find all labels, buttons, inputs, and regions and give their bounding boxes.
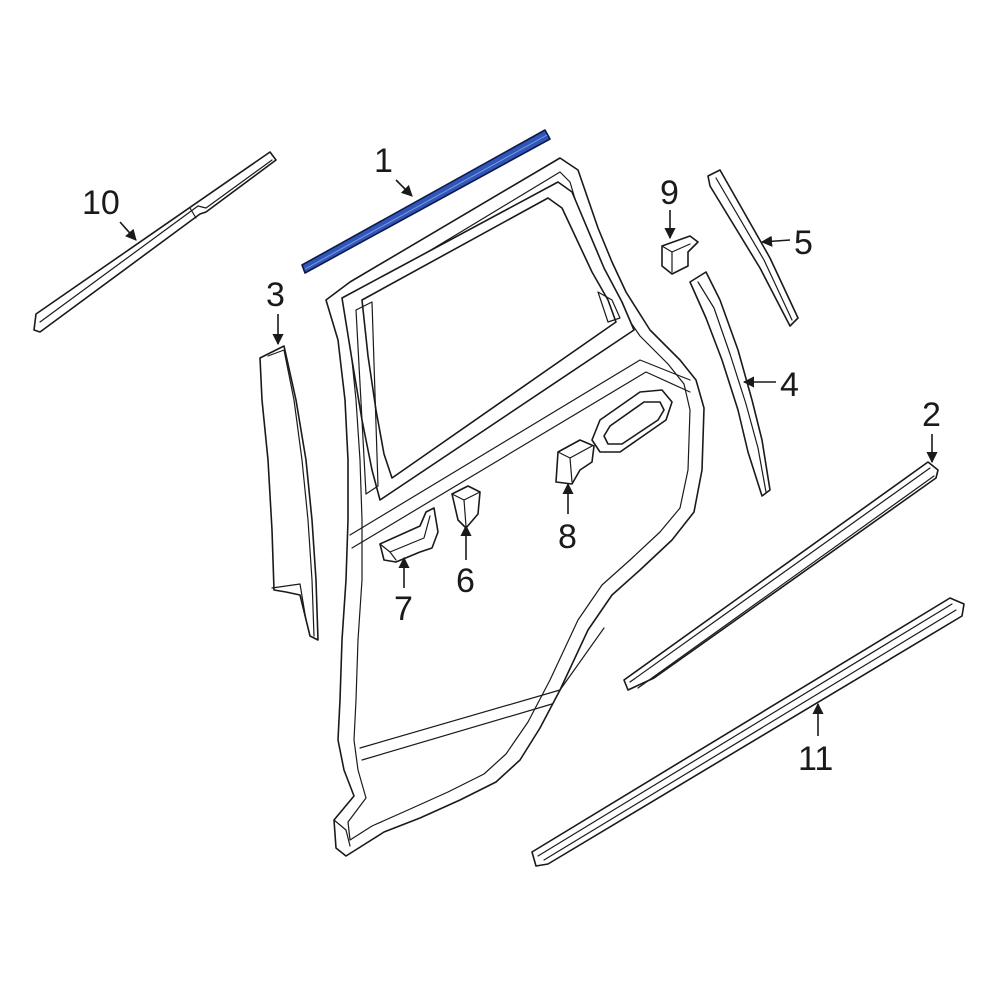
part-3-pillar-trim[interactable] [259, 345, 319, 641]
part-10-roof-strip[interactable] [33, 151, 277, 333]
leader-5 [760, 235, 791, 247]
part-1-upper-molding[interactable] [301, 129, 551, 274]
part-6-bracket[interactable] [451, 485, 481, 529]
callout-3[interactable]: 3 [266, 276, 285, 314]
callout-6[interactable]: 6 [456, 562, 475, 600]
rear-door-shell [325, 157, 705, 857]
part-11-lower-molding[interactable] [531, 597, 965, 867]
leader-10 [119, 221, 137, 241]
part-8-handle-base[interactable] [555, 439, 595, 485]
callout-5[interactable]: 5 [794, 224, 813, 262]
callout-7[interactable]: 7 [394, 590, 413, 628]
part-7-handle-bracket[interactable] [379, 507, 439, 563]
callout-9[interactable]: 9 [660, 174, 679, 212]
callout-1[interactable]: 1 [374, 142, 393, 180]
callout-8[interactable]: 8 [558, 518, 577, 556]
callout-11[interactable]: 11 [798, 740, 833, 778]
callout-10[interactable]: 10 [82, 184, 120, 222]
callout-4[interactable]: 4 [780, 366, 799, 404]
part-4-frame-molding[interactable] [689, 271, 771, 497]
callout-2[interactable]: 2 [922, 396, 941, 434]
callout-labels: 1 10 3 9 5 4 2 6 7 8 11 [82, 142, 941, 778]
part-9-clip[interactable] [661, 235, 699, 275]
leader-lines [119, 179, 938, 736]
part-5-rear-strip[interactable] [707, 169, 799, 327]
leader-1 [395, 179, 413, 197]
